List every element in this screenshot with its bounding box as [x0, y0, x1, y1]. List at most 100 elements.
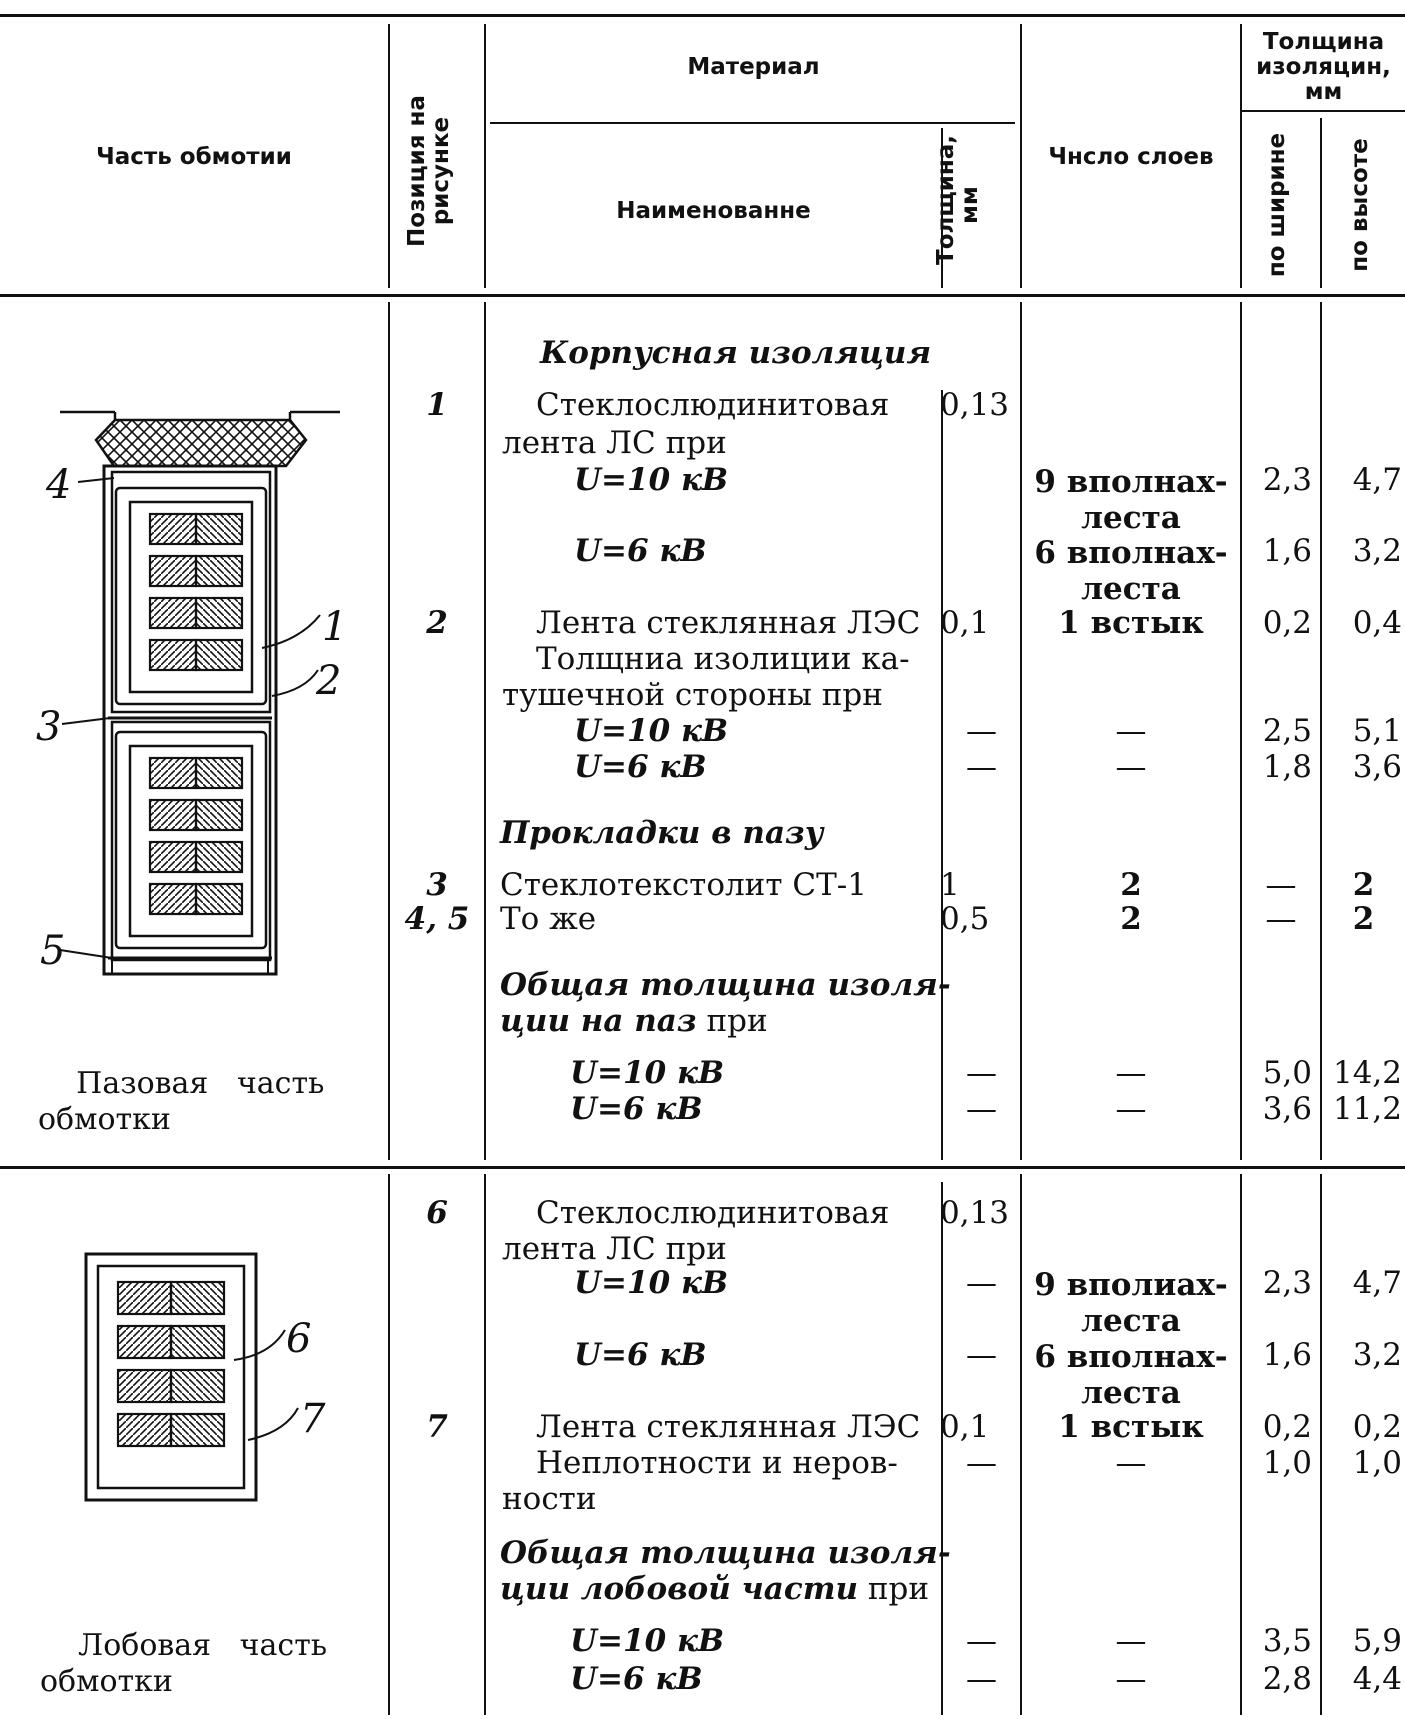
slot-total-layers-6kv: —: [1115, 1091, 1147, 1127]
conductor-strand-left: [148, 882, 198, 916]
end-total-6kv: U=6 кВ: [570, 1661, 703, 1697]
figure-label-1: 1: [322, 604, 347, 650]
figure-label-5: 5: [40, 928, 65, 974]
conductor-strand-left: [148, 512, 198, 546]
width-1-6kv: 1,6: [1262, 533, 1312, 569]
conductor-strand-left: [116, 1280, 173, 1316]
end-total-height-6kv: 4,4: [1352, 1661, 1402, 1697]
conductor-strand-right: [194, 554, 244, 588]
coil-upper-outer: [114, 486, 268, 706]
thickness-4-5: 0,5: [940, 901, 990, 937]
material-7: Лента стеклянная ЛЭС: [536, 1409, 921, 1445]
leader-5: [59, 949, 113, 959]
position-7: 7: [426, 1409, 448, 1445]
height-6-10kv: 4,7: [1352, 1265, 1402, 1301]
header-layers: Чнсло слоев: [1048, 144, 1214, 170]
slot-total-6kv: U=6 кВ: [570, 1091, 703, 1127]
thickness-6: 0,13: [940, 1195, 1010, 1231]
conductor-strand-right: [169, 1412, 226, 1448]
spacer-4: [110, 470, 272, 714]
end-total-layers-10kv: —: [1115, 1623, 1147, 1659]
coil-upper-inner: [128, 500, 254, 694]
thickness-7: 0,1: [940, 1409, 990, 1445]
leader-6: [233, 1329, 286, 1361]
slot-total-thickness-6kv: —: [966, 1091, 997, 1127]
col-rule: [1320, 302, 1322, 1160]
top-rule: [0, 14, 1405, 17]
figure-label-6: 6: [286, 1316, 311, 1362]
material-sub-rule: [490, 122, 1015, 124]
coil-lower-inner: [128, 744, 254, 938]
coil-side-line2: тушечной стороны прн: [502, 677, 883, 713]
end-total-line2: ции лобовой части при: [500, 1571, 930, 1607]
header-name: Наименованне: [616, 198, 811, 224]
end-conductors: [116, 1280, 226, 1448]
thickness-3: 1: [940, 867, 960, 903]
header-part: Часть обмотии: [96, 144, 292, 170]
layers-7: 1 встык: [1058, 1409, 1204, 1445]
coil-thickness-6kv: —: [966, 749, 997, 785]
figure-label-2: 2: [315, 658, 341, 704]
height-3: 2: [1352, 867, 1375, 903]
col-rule: [1020, 1174, 1022, 1715]
thickness-6-6kv: —: [966, 1337, 997, 1373]
conductor-strand-right: [194, 840, 244, 874]
col-rule: [388, 1174, 390, 1715]
position-2: 2: [426, 605, 448, 641]
height-1-10kv: 4,7: [1352, 462, 1402, 498]
slot-total-layers-10kv: —: [1115, 1055, 1147, 1091]
slot-wedge: [94, 418, 308, 468]
slot-total-line1: Общая толщина изоля-: [500, 967, 951, 1003]
slot-conductors: [148, 512, 244, 916]
gaps-width: 1,0: [1262, 1445, 1312, 1481]
coil-width-6kv: 1,8: [1262, 749, 1312, 785]
end-outer-insulation: [84, 1252, 258, 1502]
material-4-5: То же: [500, 901, 597, 937]
leader-4: [77, 477, 115, 483]
layers-6-6kv: 6 вполнах-леста: [1034, 1339, 1228, 1411]
material-1-line2: лента ЛС при: [502, 425, 727, 461]
width-2: 0,2: [1262, 605, 1312, 641]
height-4-5: 2: [1352, 901, 1375, 937]
coil-layers-6kv: —: [1115, 749, 1147, 785]
thickness-6-10kv: —: [966, 1265, 997, 1301]
material-6-line1: Стеклослюдинитовая: [536, 1195, 890, 1231]
leader-3: [61, 717, 111, 725]
material-3: Стеклотекстолит СТ-1: [500, 867, 867, 903]
col-rule: [484, 1174, 486, 1715]
coil-layers-10kv: —: [1115, 713, 1147, 749]
width-1-10kv: 2,3: [1262, 462, 1312, 498]
figure-label-3: 3: [36, 704, 61, 750]
thickness-1: 0,13: [940, 387, 1010, 423]
slot-total-width-10kv: 5,0: [1262, 1055, 1312, 1091]
material-2: Лента стеклянная ЛЭС: [536, 605, 921, 641]
slot-total-height-10kv: 14,2: [1332, 1055, 1402, 1091]
conductor-strand-right: [169, 1368, 226, 1404]
height-2: 0,4: [1352, 605, 1402, 641]
spacer-lower: [110, 720, 272, 962]
material-1-line1: Стеклослюдинитовая: [536, 387, 890, 423]
col-rule: [1020, 24, 1022, 288]
coil-lower-outer: [114, 730, 268, 950]
gaps-line1: Неплотности и неров-: [536, 1445, 898, 1481]
conductor-strand-left: [148, 638, 198, 672]
section-divider-rule: [0, 1166, 1405, 1169]
coil-width-10kv: 2,5: [1262, 713, 1312, 749]
slot-total-line2: ции на паз при: [500, 1003, 768, 1039]
conductor-strand-right: [194, 882, 244, 916]
leader-lines: [59, 477, 321, 1441]
col-rule: [1320, 118, 1322, 288]
coil-side-line1: Толщниа изолиции ка-: [536, 641, 910, 677]
conductor-strand-left: [148, 554, 198, 588]
slot-total-10kv: U=10 кВ: [570, 1055, 725, 1091]
col-rule: [1020, 302, 1022, 1160]
conductor-strand-left: [116, 1368, 173, 1404]
conductor-strand-left: [116, 1412, 173, 1448]
height-7: 0,2: [1352, 1409, 1402, 1445]
conductor-strand-left: [148, 840, 198, 874]
layers-1-10kv: 9 вполнах-леста: [1034, 464, 1228, 536]
